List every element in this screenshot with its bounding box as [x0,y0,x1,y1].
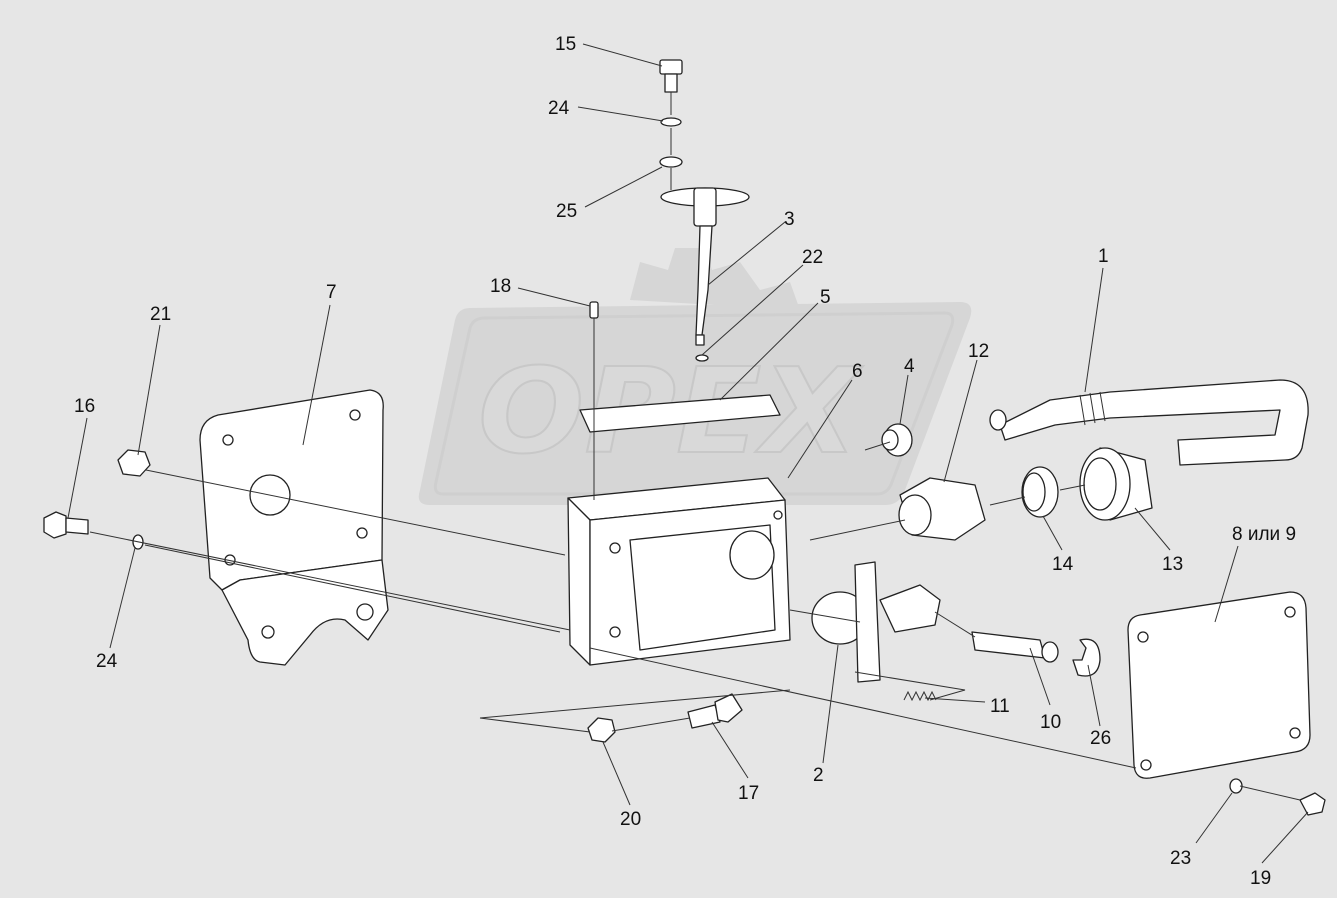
callout-5: 5 [820,287,831,308]
washer-22 [695,354,709,362]
callout-4: 4 [904,356,915,377]
tube-1 [989,379,1309,466]
housing-6 [567,477,791,666]
callout-10: 10 [1040,712,1061,733]
callout-24-left: 24 [96,651,118,672]
callout-2: 2 [813,765,824,786]
bolt-17 [687,693,743,729]
callout-20: 20 [620,809,641,830]
float-sensor-3 [660,187,750,346]
plunger-10 [971,631,1059,663]
fitting-4 [881,423,913,457]
washer-25 [659,156,683,168]
callout-26: 26 [1090,728,1111,749]
nut-20 [587,717,616,743]
clip-26 [1072,638,1101,677]
assembly-axis-lines [89,92,1301,801]
valve-2 [811,561,941,683]
cap-nut-13 [1079,447,1153,521]
callout-11: 11 [990,696,1010,717]
callout-16: 16 [74,396,95,417]
callout-25: 25 [556,201,577,222]
gasket-5 [579,394,781,433]
bracket-7 [199,389,389,666]
union-nut-12 [898,477,986,541]
callout-3: 3 [784,209,795,230]
callout-19: 19 [1250,868,1271,889]
callout-23: 23 [1170,848,1191,869]
callout-17: 17 [738,783,759,804]
bolt-15 [659,59,683,93]
callout-6: 6 [852,361,863,382]
callout-15: 15 [555,34,576,55]
callout-14: 14 [1052,554,1074,575]
nut-21 [117,449,151,477]
callout-7: 7 [326,282,337,303]
screw-19 [1299,792,1326,816]
ring-14 [1021,466,1059,518]
bolt-16 [43,511,89,539]
callout-13: 13 [1162,554,1183,575]
spring-11 [903,690,937,702]
callout-18: 18 [490,276,511,297]
pin-18 [589,301,599,319]
callout-labels: 15 24 25 3 22 5 18 7 21 16 24 1 12 6 4 1… [74,34,1296,889]
callout-22: 22 [802,247,823,268]
callout-1: 1 [1098,246,1109,267]
callout-21: 21 [150,304,171,325]
watermark-frame-inner [433,311,955,496]
washer-24-top [660,117,682,127]
callout-24-top: 24 [548,98,570,119]
leader-lines [67,43,1309,864]
callout-8-or-9: 8 или 9 [1232,524,1296,545]
cover-8-or-9 [1127,591,1311,779]
callout-12: 12 [968,341,989,362]
